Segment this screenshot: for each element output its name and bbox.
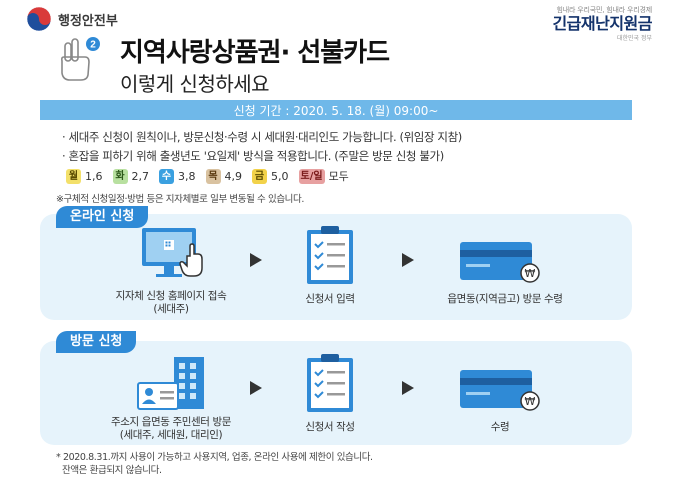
page-title: 지역사랑상품권· 선불카드 [120,38,390,68]
application-notes: · 세대주 신청이 원칙이나, 방문신청·수령 시 세대원·대리인도 가능합니다… [62,128,462,166]
day-badge: 토/일 [298,168,325,184]
usage-footnote: * 2020.8.31.까지 사용이 가능하고 사용지역, 업종, 온라인 사용… [56,451,373,477]
slogan-text: 힘내라 우리국민, 힘내라 우리경제 [556,6,653,14]
clipboard-checklist-icon [305,352,357,414]
building-id-icon [136,355,216,411]
hand-two-fingers-icon: 2 [55,35,103,83]
day-digits: 2,7 [131,169,150,183]
hand-number-label: 2 [90,40,96,51]
day-badge: 금 [252,168,267,184]
relief-fund-brand: 힘내라 우리국민, 힘내라 우리경제 긴급재난지원금 대한민국 정부 [552,5,652,42]
online-section-label: 온라인 신청 [56,206,149,228]
ministry-logo: 행정안전부 [26,6,118,32]
online-step-caption: 읍면동(지역금고) 방문 수령 [420,293,590,306]
application-period-text: 신청 기간 : 2020. 5. 18. (월) 09:00~ [233,103,439,118]
relief-fund-title: 긴급재난지원금 [552,14,652,33]
day-badge: 목 [205,168,221,184]
page-subtitle: 이렇게 신청하세요 [120,72,270,96]
schedule-note: ※구체적 신청일정·방법 등은 지자체별로 일부 변동될 수 있습니다. [56,194,304,205]
arrow-right-icon [402,253,414,267]
visit-step-caption: 신청서 작성 [270,421,390,434]
day-digits: 1,6 [85,169,103,183]
online-step1-text: 지자체 신청 홈페이지 접속 (세대주) [115,290,227,315]
day-badge: 월 [66,168,81,184]
card-icon: ₩ [458,240,544,284]
svg-text:₩: ₩ [525,395,536,408]
visit-step-caption: 주소지 읍면동 주민센터 방문 (세대주, 세대원, 대리인) [86,416,256,442]
application-period-bar: 신청 기간 : 2020. 5. 18. (월) 09:00~ [40,100,632,120]
footnote-line: 잔액은 환급되지 않습니다. [62,465,162,476]
day-badge: 수 [159,168,174,184]
ministry-name: 행정안전부 [58,13,118,29]
online-step3-text: 읍면동(지역금고) 방문 수령 [447,293,563,305]
day-digits: 3,8 [178,169,196,183]
footnote-line: * 2020.8.31.까지 사용이 가능하고 사용지역, 업종, 온라인 사용… [56,452,373,463]
arrow-right-icon [402,381,414,395]
clipboard-checklist-icon [305,224,357,286]
arrow-right-icon [250,253,262,267]
online-step2-text: 신청서 입력 [305,293,355,305]
weekday-schedule: 월 1,6 화 2,7 수 3,8 목 4,9 금 5,0 토/일 모두 [66,168,359,184]
day-digits: 4,9 [224,169,243,183]
online-step-caption: 신청서 입력 [270,293,390,306]
online-step-caption: 지자체 신청 홈페이지 접속 (세대주) [96,290,246,316]
svg-text:₩: ₩ [525,267,536,280]
visit-step-caption: 수령 [440,421,560,434]
government-badge: 대한민국 정부 [616,35,652,42]
day-digits: 모두 [328,170,349,183]
day-digits: 5,0 [271,169,289,183]
note-line: · 세대주 신청이 원칙이나, 방문신청·수령 시 세대원·대리인도 가능합니다… [62,130,462,144]
note-line: · 혼잡을 피하기 위해 출생년도 '요일제' 방식을 적용합니다. (주말은 … [62,149,444,163]
card-icon: ₩ [458,368,544,412]
computer-click-icon [140,226,210,284]
visit-step2-text: 신청서 작성 [305,421,355,433]
day-badge: 화 [112,168,128,184]
arrow-right-icon [250,381,262,395]
taegeuk-logo-icon [26,6,52,32]
visit-section-label: 방문 신청 [56,331,137,353]
visit-step1-text: 주소지 읍면동 주민센터 방문 (세대주, 세대원, 대리인) [111,416,231,441]
visit-step3-text: 수령 [490,421,510,433]
